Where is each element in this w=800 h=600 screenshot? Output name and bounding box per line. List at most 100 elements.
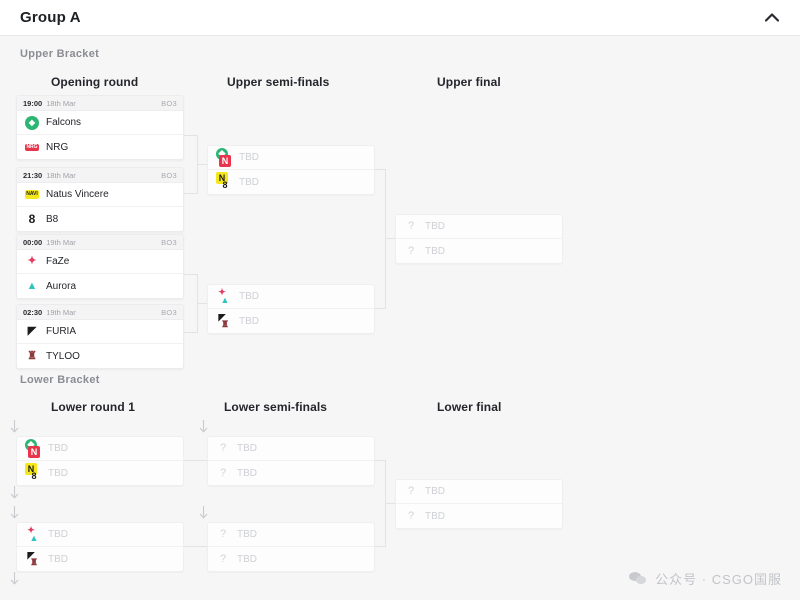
team-row[interactable]: ✦ FaZe: [17, 250, 183, 274]
furia-tyloo-pair-icon: ◤ ♜: [25, 549, 41, 567]
connector: [385, 503, 397, 504]
team-name: TBD: [237, 553, 257, 565]
b8-logo: 8: [222, 180, 228, 190]
team-row[interactable]: ? TBD: [208, 523, 374, 547]
team-row[interactable]: NAVI Natus Vincere: [17, 183, 183, 207]
tyloo-logo: ♜: [27, 349, 37, 362]
team-row[interactable]: ◤ FURIA: [17, 320, 183, 344]
match-format: BO3: [161, 237, 177, 247]
drop-arrow-icon: [199, 506, 208, 520]
match-card[interactable]: ? TBD ? TBD: [395, 479, 563, 529]
connector: [184, 332, 198, 333]
question-mark-icon: ?: [407, 509, 415, 522]
round-title-upper-semis: Upper semi-finals: [227, 75, 330, 89]
wechat-icon: [629, 571, 647, 586]
connector: [184, 193, 198, 194]
match-card[interactable]: 02:30 19th Mar BO3 ◤ FURIA ♜ TYLOO: [16, 304, 184, 369]
furia-logo: ◤: [27, 325, 37, 337]
team-row[interactable]: ? TBD: [396, 239, 562, 263]
connector: [184, 135, 198, 136]
match-card[interactable]: 21:30 18th Mar BO3 NAVI Natus Vincere 8 …: [16, 167, 184, 232]
team-name: TBD: [48, 553, 68, 565]
b8-logo: 8: [28, 212, 36, 226]
team-name: TYLOO: [46, 350, 80, 362]
faze-aurora-pair-icon: ✦ ▲: [25, 525, 41, 543]
navi-logo: N: [216, 172, 228, 184]
team-name: FURIA: [46, 326, 76, 337]
furia-tyloo-pair-icon: ◤ ♜: [216, 311, 232, 329]
team-row[interactable]: ◆ N TBD: [208, 146, 374, 170]
aurora-logo: ▲: [220, 294, 230, 305]
team-row[interactable]: ▲ Aurora: [17, 274, 183, 298]
match-card[interactable]: ◆ N TBD N 8 TBD: [207, 145, 375, 195]
faze-logo: ✦: [218, 287, 226, 297]
team-name: TBD: [48, 467, 68, 479]
chevron-up-glyph: [765, 13, 779, 22]
team-row[interactable]: ◆ N TBD: [17, 437, 183, 461]
aurora-logo: ▲: [29, 532, 39, 543]
team-row[interactable]: N 8 TBD: [208, 170, 374, 194]
drop-arrow-icon: [199, 420, 208, 434]
falcons-nrg-pair-icon: ◆ N: [25, 438, 41, 458]
team-name: TBD: [239, 315, 259, 327]
match-card[interactable]: ✦ ▲ TBD ◤ ♜ TBD: [207, 284, 375, 334]
connector: [184, 546, 209, 547]
connector: [385, 169, 386, 309]
match-time: 02:30: [23, 307, 43, 317]
nrg-logo: NRG: [25, 143, 39, 151]
match-time: 21:30: [23, 170, 43, 180]
navi-logo: NAVI: [25, 190, 39, 199]
team-row[interactable]: ◤ ♜ TBD: [17, 547, 183, 571]
furia-logo: ◤: [27, 549, 35, 560]
match-format: BO3: [161, 98, 177, 108]
team-row[interactable]: ? TBD: [208, 461, 374, 485]
round-title-lower-round1: Lower round 1: [51, 400, 135, 414]
question-mark-icon: ?: [219, 466, 227, 479]
connector: [372, 308, 386, 309]
team-name: TBD: [239, 291, 259, 302]
match-card[interactable]: ? TBD ? TBD: [395, 214, 563, 264]
round-title-lower-semis: Lower semi-finals: [224, 400, 328, 414]
match-card[interactable]: ? TBD ? TBD: [207, 522, 375, 572]
team-row[interactable]: NRG NRG: [17, 135, 183, 159]
connector: [372, 169, 386, 170]
question-mark-icon: ?: [219, 442, 227, 454]
team-name: Falcons: [46, 117, 82, 128]
nrg-logo: N: [28, 445, 40, 458]
connector: [197, 303, 209, 304]
faze-aurora-pair-icon: ✦ ▲: [216, 287, 232, 305]
watermark-text: 公众号 · CSGO国服: [655, 572, 782, 587]
team-row[interactable]: ? TBD: [396, 504, 562, 528]
match-card[interactable]: ◆ N TBD N 8 TBD: [16, 436, 184, 486]
match-meta: 21:30 18th Mar BO3: [17, 168, 183, 183]
match-card[interactable]: ✦ ▲ TBD ◤ ♜ TBD: [16, 522, 184, 572]
team-name: TBD: [425, 245, 445, 257]
team-row[interactable]: ✦ ▲ TBD: [208, 285, 374, 309]
aurora-logo: ▲: [26, 279, 38, 292]
team-name: FaZe: [46, 256, 70, 267]
team-row[interactable]: ? TBD: [396, 480, 562, 504]
match-meta: 00:00 19th Mar BO3: [17, 235, 183, 250]
wechat-bubble-large: [629, 572, 642, 581]
group-header: Group A: [0, 0, 800, 36]
team-row[interactable]: ? TBD: [208, 437, 374, 461]
match-card[interactable]: ? TBD ? TBD: [207, 436, 375, 486]
team-name: TBD: [48, 443, 68, 454]
connector: [372, 460, 386, 461]
team-row[interactable]: N 8 TBD: [17, 461, 183, 485]
team-row[interactable]: ✦ ▲ TBD: [17, 523, 183, 547]
chevron-up-icon[interactable]: [764, 10, 780, 26]
team-row[interactable]: ? TBD: [396, 215, 562, 239]
furia-logo: ◤: [218, 311, 226, 322]
team-row[interactable]: ? TBD: [208, 547, 374, 571]
match-card[interactable]: 19:00 18th Mar BO3 ◆ Falcons NRG NRG: [16, 95, 184, 160]
team-row[interactable]: ♜ TYLOO: [17, 344, 183, 368]
connector: [197, 164, 209, 165]
team-row[interactable]: 8 B8: [17, 207, 183, 231]
question-mark-icon: ?: [407, 485, 415, 497]
match-card[interactable]: 00:00 19th Mar BO3 ✦ FaZe ▲ Aurora: [16, 234, 184, 299]
team-name: Natus Vincere: [46, 189, 109, 200]
team-row[interactable]: ◤ ♜ TBD: [208, 309, 374, 333]
question-mark-icon: ?: [407, 244, 415, 257]
team-row[interactable]: ◆ Falcons: [17, 111, 183, 135]
